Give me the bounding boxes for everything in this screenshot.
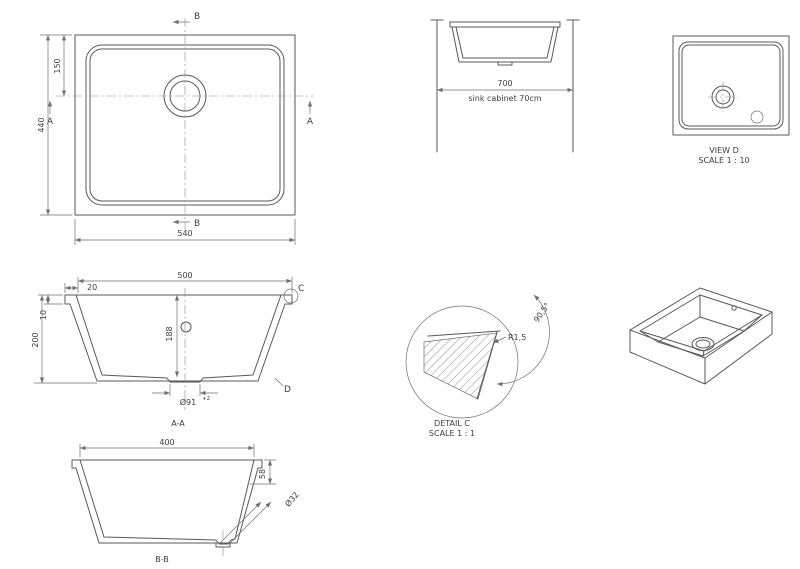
dim-20: 20 (87, 283, 97, 292)
detail-c-scale: SCALE 1 : 1 (429, 429, 475, 438)
dim-188: 188 (165, 326, 174, 341)
section-a-a: 500 20 10 200 188 Ø91 +2 C D A-A (31, 271, 304, 428)
section-bb-title: B-B (155, 555, 169, 564)
dim-500: 500 (177, 271, 192, 280)
dim-58: 58 (258, 469, 267, 479)
detail-c: 90,5° R1,5 DETAIL C SCALE 1 : 1 (405, 294, 552, 438)
hatched-section (423, 332, 498, 400)
dim-400: 400 (159, 438, 174, 447)
view-d-title: VIEW D (709, 146, 739, 155)
view-d-scale: SCALE 1 : 10 (698, 156, 749, 165)
detail-d-label: D (284, 385, 291, 395)
dim-10: 10 (39, 310, 48, 320)
section-b-b: 400 58 Ø32 B-B (71, 438, 301, 564)
section-aa-title: A-A (171, 419, 185, 428)
dim-drain-diameter: Ø91 (180, 397, 196, 407)
cabinet-view: 700 sink cabinet 70cm (430, 19, 580, 153)
angle-arc (496, 294, 550, 387)
detail-d-balloon (750, 110, 764, 124)
section-label-b-top: B (194, 12, 200, 22)
dim-150: 150 (53, 58, 62, 73)
view-d: VIEW D SCALE 1 : 10 (672, 35, 790, 165)
dim-540: 540 (177, 229, 192, 238)
dim-angle: 90,5° (532, 301, 552, 324)
dim-pipe-diameter: Ø32 (283, 490, 301, 509)
plan-view: B B A A 440 150 540 (37, 12, 314, 245)
overflow-hole (731, 305, 737, 311)
cabinet-walls (430, 19, 580, 153)
detail-c-label: C (298, 284, 304, 294)
cabinet-caption: sink cabinet 70cm (468, 94, 541, 103)
detail-c-balloon (283, 288, 299, 304)
isometric-view (629, 287, 773, 385)
section-label-a-right: A (307, 117, 314, 127)
dim-radius: R1,5 (508, 333, 526, 342)
drain-outline (691, 337, 715, 351)
section-label-a-left: A (47, 117, 54, 127)
dim-200: 200 (31, 332, 40, 347)
section-label-b-bottom: B (194, 219, 200, 229)
detail-c-title: DETAIL C (434, 419, 470, 428)
dim-700: 700 (497, 79, 512, 88)
overflow-hole (180, 321, 192, 333)
drain-bump (497, 61, 513, 66)
dim-drain-tolerance: +2 (202, 396, 210, 402)
dim-440: 440 (37, 117, 46, 132)
